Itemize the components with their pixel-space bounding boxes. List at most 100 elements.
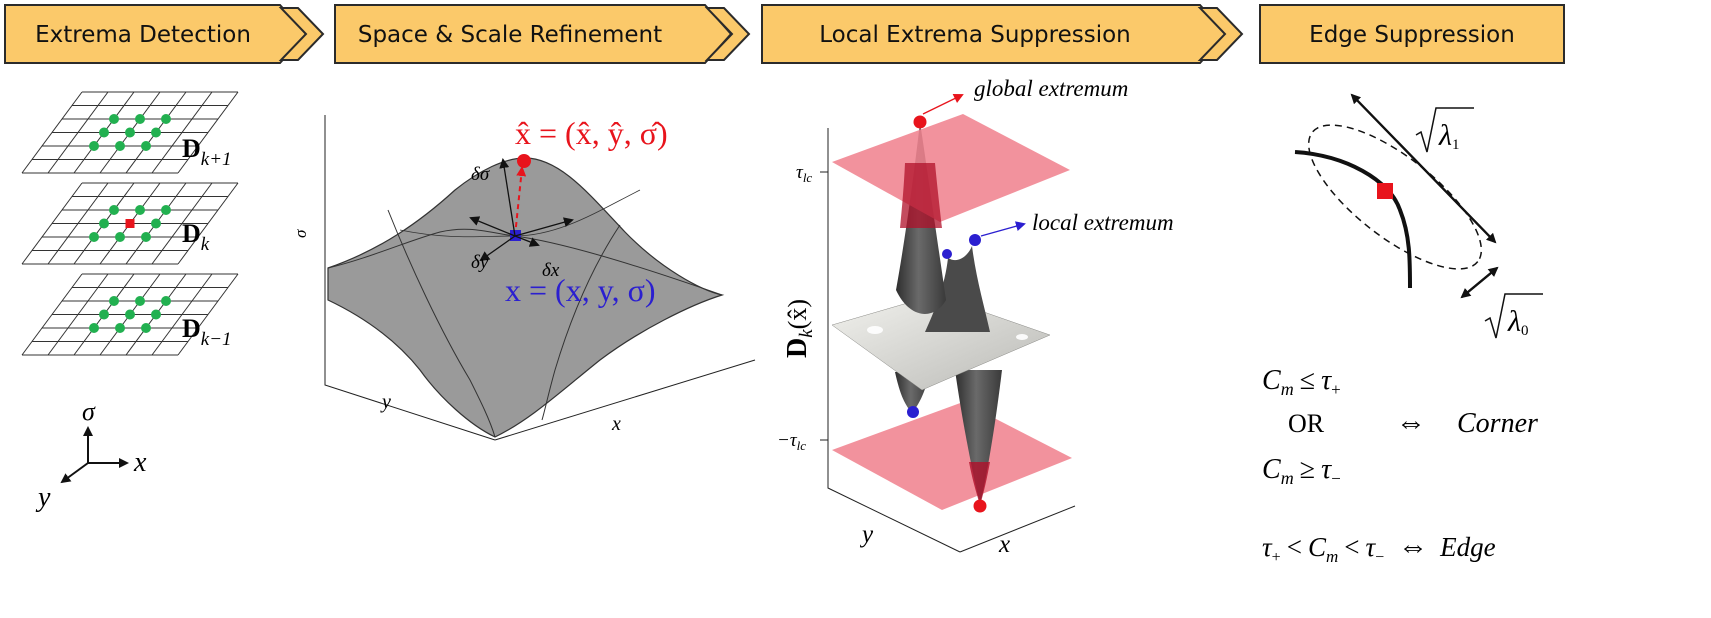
edge-lt1: < (1287, 532, 1302, 562)
tau-pos-sub: lc (803, 170, 813, 185)
delta-y-label: δy (471, 252, 489, 273)
scale-label-bot-sub: k−1 (201, 329, 232, 350)
neighbor-sample (99, 218, 109, 229)
delta-sigma-arrow (499, 158, 516, 237)
global-peak-through-plane (900, 163, 942, 228)
delta-sigma-label: δσ (471, 164, 490, 185)
grid-line (151, 182, 213, 265)
axis-x-label: x (611, 413, 621, 435)
cond1-tau: τ (1321, 365, 1332, 396)
grid-line (47, 273, 109, 356)
corner-label: Corner (1457, 408, 1538, 439)
lambda0-sub: 0 (1521, 323, 1529, 339)
neighbor-sample (161, 114, 171, 124)
neighbor-sample (151, 309, 161, 320)
cond1-sub: m (1281, 379, 1294, 399)
global-max-marker (913, 115, 927, 129)
delta-x-neg-arrow (514, 235, 540, 247)
neighbor-sample (109, 296, 119, 306)
neighbor-sample (161, 296, 171, 306)
scale-label-top: Dk+1 (182, 134, 232, 170)
edge-c: C (1308, 532, 1327, 562)
grid-line (177, 182, 239, 265)
edge-tau-left-sub: + (1272, 549, 1281, 566)
dog-response-plot: global extremum local extremum τlc −τlc … (777, 76, 1174, 558)
cond2-tau-sub: − (1331, 469, 1341, 488)
neighbor-sample (135, 205, 145, 215)
tau-neg-symbol: −τ (777, 430, 798, 451)
local-extremum-arrow (980, 221, 1026, 237)
lambda0-text: λ0 (1507, 305, 1529, 339)
refinement-plot: δσ δy δx x̂ = (x̂, ŷ, σ̂) x = (x, y, σ) … (291, 115, 756, 441)
delta-y-neg-arrow (479, 235, 516, 262)
neighbor-sample (89, 323, 99, 333)
cond1-tau-sub: + (1331, 380, 1341, 399)
refined-point-marker (517, 154, 531, 168)
neighbor-sample (141, 141, 151, 151)
floor-highlight-1 (867, 326, 883, 334)
grid-line (47, 91, 109, 174)
lambda1-sub: 1 (1452, 137, 1460, 153)
lower-threshold-plane (832, 402, 1072, 510)
scale-label-mid: Dk (182, 219, 210, 255)
neighbor-sample (151, 127, 161, 138)
triad-y-axis (60, 462, 89, 484)
stage-label-local-extrema-suppression: Local Extrema Suppression (819, 22, 1130, 48)
delta-x-arrow (514, 217, 574, 237)
triad-y-label: y (35, 482, 51, 513)
neighbor-sample (115, 323, 125, 333)
neighbor-sample (141, 323, 151, 333)
keypoint-marker (1377, 183, 1393, 199)
global-extremum-label: global extremum (974, 76, 1128, 101)
surface-gridline-2 (514, 235, 723, 296)
stage-label-extrema-detection: Extrema Detection (35, 22, 251, 48)
grid-upper (21, 91, 239, 174)
grid-line (177, 273, 239, 356)
triad-sigma-label: σ (82, 397, 96, 426)
dog-axis-x-label: x (998, 531, 1010, 558)
cond1-c: C (1262, 365, 1281, 396)
neighbor-sample (115, 141, 125, 151)
triad-x-label: x (133, 447, 147, 478)
local-max-marker-2 (942, 249, 952, 259)
hessian-ellipse (1307, 124, 1483, 270)
cond1-rel: ≤ (1300, 365, 1315, 396)
dog-box-floor-edge (959, 505, 1076, 553)
dog-z-arg: (x̂) (783, 299, 812, 329)
lambda1-symbol: λ (1438, 119, 1452, 152)
chevron-arrow-1 (278, 7, 325, 61)
grid-line (151, 91, 213, 174)
dog-box-back-edges (827, 128, 961, 553)
plot-box-floor-edge (494, 359, 756, 441)
tau-pos-label: τlc (796, 162, 812, 185)
dog-z-axis-label: Dk(x̂) (782, 299, 817, 358)
delta-y-arrow (469, 216, 516, 237)
edge-condition: τ+<Cm<τ−⇔Edge (1262, 530, 1496, 566)
corner-condition-2: Cm≥τ− (1262, 454, 1341, 488)
lambda1-radical-sign (1415, 107, 1474, 153)
stage-label-edge-suppression: Edge Suppression (1309, 22, 1515, 48)
local-extremum-label: local extremum (1032, 210, 1174, 235)
scale-label-mid-sub: k (201, 234, 210, 255)
cond2-rel: ≥ (1300, 454, 1315, 485)
neighbor-sample (109, 114, 119, 124)
local-max-marker (969, 234, 981, 246)
initial-point-label: x = (x, y, σ) (505, 272, 656, 308)
cond2-c: C (1262, 454, 1281, 485)
lambda0-label: λ0 (1484, 293, 1543, 339)
edge-label: Edge (1439, 532, 1495, 562)
edge-suppression-panel: λ1 λ0 Cm≤τ+ OR Cm≥τ− ⇔ Corner τ+<Cm<τ−⇔E… (1262, 93, 1543, 566)
floor-highlight-2 (1016, 334, 1028, 340)
delta-x-label: δx (542, 260, 560, 281)
global-extremum-arrow (922, 94, 964, 115)
grid-center (21, 182, 239, 265)
lambda1-text: λ1 (1438, 119, 1460, 153)
surface-gridline-1 (327, 228, 516, 269)
grid-lower (21, 273, 239, 356)
edge-lt2: < (1344, 532, 1359, 562)
axis-triad: σ x y (35, 397, 147, 513)
dog-z-sub: k (796, 329, 817, 338)
scale-label-mid-base: D (182, 219, 201, 248)
neighbor-sample (135, 296, 145, 306)
lambda0-radical-sign (1484, 293, 1543, 339)
